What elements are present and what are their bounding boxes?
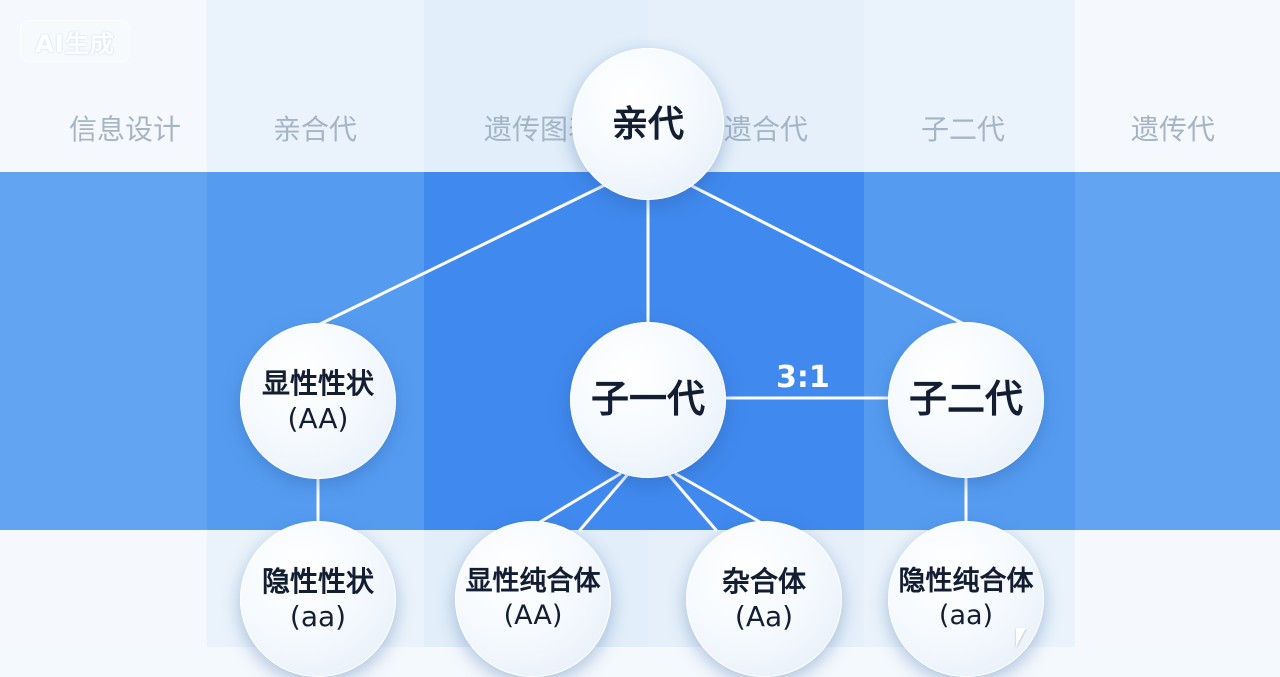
column-header: 遗传代 bbox=[1130, 113, 1215, 146]
mouse-cursor-icon bbox=[1016, 628, 1026, 647]
link-parent-dominant bbox=[316, 183, 607, 327]
node-label: 子一代 bbox=[590, 377, 705, 422]
node-genotype: (Aa) bbox=[734, 600, 794, 633]
column-header: 信息设计 bbox=[68, 113, 181, 146]
node-genotype: (AA) bbox=[287, 402, 349, 435]
node-label: 子二代 bbox=[908, 377, 1023, 422]
node-genotype: (AA) bbox=[503, 600, 563, 631]
node-genotype: (aa) bbox=[938, 600, 994, 631]
node-f2[interactable]: 子二代 bbox=[888, 322, 1044, 478]
node-homozygous-recessive[interactable]: 隐性纯合体 (aa) bbox=[888, 521, 1044, 677]
node-recessive-trait[interactable]: 隐性性状 (aa) bbox=[240, 521, 396, 677]
node-label: 显性纯合体 bbox=[465, 566, 601, 598]
node-label: 杂合体 bbox=[721, 565, 806, 598]
link-f1-hetero-b bbox=[674, 472, 762, 524]
ratio-label: 3:1 bbox=[776, 360, 830, 395]
node-label: 隐性纯合体 bbox=[898, 566, 1034, 598]
node-f1[interactable]: 子一代 bbox=[570, 322, 726, 478]
column-header: 遗合代 bbox=[723, 113, 808, 146]
node-label: 隐性性状 bbox=[261, 565, 374, 598]
link-parent-f2 bbox=[688, 183, 968, 327]
connector-lines bbox=[316, 183, 968, 532]
link-f1-hetero-a bbox=[666, 472, 718, 532]
node-label: 显性性状 bbox=[261, 367, 374, 400]
node-parent[interactable]: 亲代 bbox=[572, 48, 724, 200]
node-genotype: (aa) bbox=[289, 600, 347, 633]
node-label: 亲代 bbox=[611, 103, 684, 145]
node-heterozygous[interactable]: 杂合体 (Aa) bbox=[686, 521, 842, 677]
column-header: 亲合代 bbox=[272, 113, 357, 146]
band-segment bbox=[1075, 172, 1280, 530]
ai-generated-badge: AI生成 bbox=[20, 20, 130, 62]
node-dominant-trait[interactable]: 显性性状 (AA) bbox=[240, 323, 396, 479]
column-header: 子二代 bbox=[920, 113, 1005, 146]
band-segment bbox=[0, 172, 207, 530]
node-homozygous-dominant[interactable]: 显性纯合体 (AA) bbox=[455, 521, 611, 677]
link-f1-homo-b bbox=[578, 472, 630, 532]
link-f1-homo-a bbox=[538, 472, 622, 524]
